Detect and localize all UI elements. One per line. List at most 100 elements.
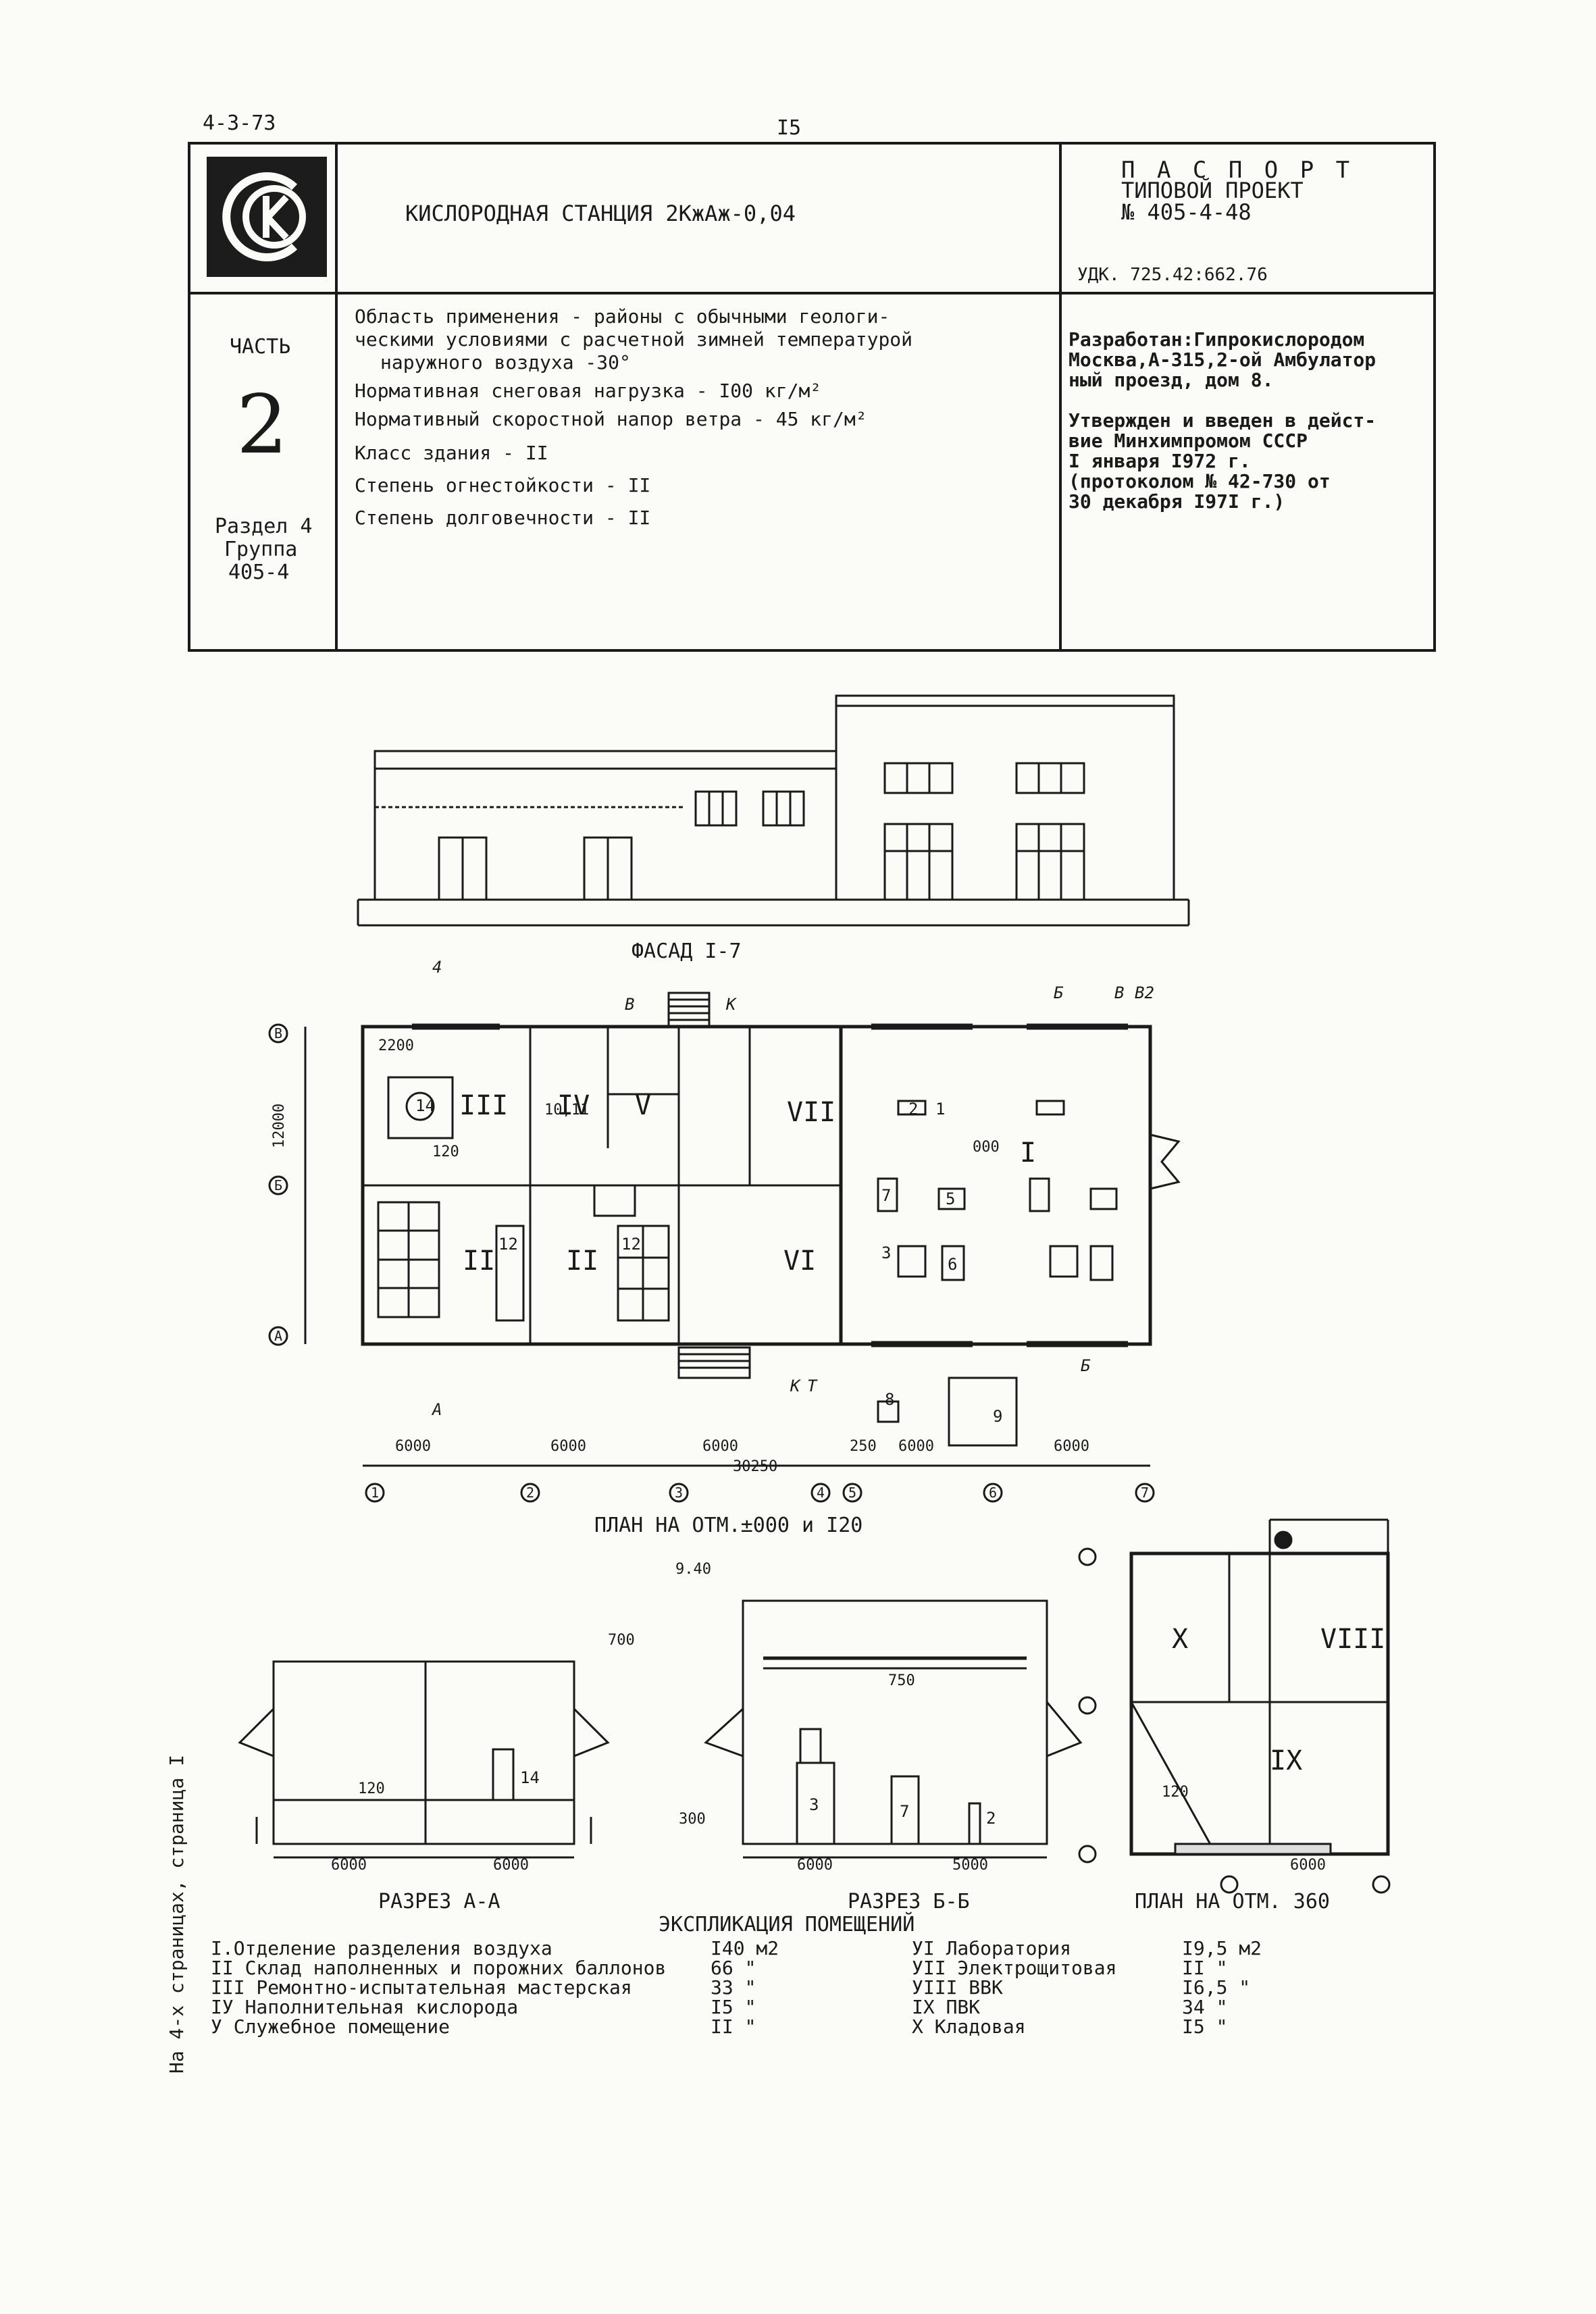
side-note: На 4-х страницах, страница I: [165, 1754, 188, 2074]
plan-dim-250: 250: [850, 1438, 877, 1455]
elev-750: 750: [888, 1672, 915, 1689]
group-number: 405-4: [228, 561, 290, 584]
room-VIII: VIII: [1320, 1624, 1385, 1655]
expl-name-6: УI Лаборатория: [912, 1937, 1072, 1959]
dev-line-6: I января I972 г.: [1069, 450, 1251, 472]
aa-elev-120: 120: [358, 1780, 385, 1797]
wind-load: Нормативный скоростной напор ветра - 45 …: [355, 408, 867, 430]
expl-area-10: I5 ": [1182, 2015, 1228, 2038]
expl-name-8: УIII ВВК: [912, 1976, 1003, 1999]
expl-row-10: X Кладовая I5 ": [912, 2017, 1262, 2036]
expl-area-8: I6,5 ": [1182, 1976, 1251, 1999]
axis-B: Б: [274, 1177, 282, 1193]
room-IX: IX: [1270, 1745, 1302, 1776]
axis-A: А: [274, 1328, 282, 1344]
room-III: III: [459, 1090, 508, 1121]
dev-line-1: Разработан:Гипрокислородом: [1069, 328, 1365, 351]
room-IV: IV: [557, 1090, 590, 1121]
passport-subtitle: ТИПОВОЙ ПРОЕКТ: [1121, 178, 1304, 203]
equip-12b: 12: [621, 1235, 641, 1254]
elev-000: 000: [973, 1139, 1000, 1156]
section-bb-title: РАЗРЕЗ Б-Б: [848, 1890, 970, 1913]
expl-area-7: II ": [1182, 1957, 1228, 1979]
dev-line-5: вие Минхимпромом СССР: [1069, 430, 1308, 452]
axis-V: В: [274, 1025, 282, 1042]
developer-block: Разработан:Гипрокислородом Москва,А-315,…: [1069, 330, 1376, 512]
group-label: Группа: [224, 538, 298, 561]
conditions-block: Область применения - районы с обычными г…: [355, 305, 912, 530]
p360-elev-120: 120: [1162, 1784, 1189, 1801]
plan-title: ПЛАН НА ОТМ.±000 и I20: [594, 1514, 863, 1537]
plan-360: [1078, 1518, 1391, 1894]
explication-left: I.Отделение разделения воздуха I40 м2 II …: [211, 1938, 779, 2036]
mark-K-top: К: [725, 995, 737, 1014]
floor-plan: [268, 992, 1181, 1503]
passport-table: [188, 142, 1436, 652]
equip-12a: 12: [498, 1235, 518, 1254]
expl-name-7: УII Электрощитовая: [912, 1957, 1117, 1979]
equip-3a: 3: [881, 1243, 891, 1262]
plan-dim-6000-e: 6000: [1054, 1438, 1089, 1455]
expl-row-8: УIII ВВК I6,5 ": [912, 1978, 1262, 1997]
section-label: Раздел 4: [215, 515, 313, 538]
mark-V-right: В: [1114, 983, 1124, 1002]
doc-code: 4-3-73: [203, 111, 276, 135]
equip-5a: 5: [946, 1189, 955, 1208]
bb-dim-5000: 5000: [952, 1857, 988, 1874]
equip-1a: 1: [935, 1100, 945, 1119]
dev-line-4: Утвержден и введен в дейст-: [1069, 409, 1376, 432]
scope-line-1: Область применения - районы с обычными г…: [355, 305, 890, 328]
plan-dim-6000-a: 6000: [395, 1438, 431, 1455]
equip-6a: 6: [948, 1255, 957, 1274]
expl-name-10: X Кладовая: [912, 2015, 1026, 2038]
aa-dim-6000-a: 6000: [331, 1857, 367, 1874]
expl-name-3: III Ремонтно-испытательная мастерская: [211, 1976, 632, 1999]
equip-2a: 2: [908, 1100, 918, 1119]
room-VII: VII: [787, 1097, 835, 1128]
axis-2: 2: [526, 1485, 534, 1501]
part-number: 2: [236, 378, 288, 472]
expl-area-2: 66 ": [711, 1957, 756, 1979]
dev-line-8: 30 декабря I97I г.): [1069, 490, 1285, 513]
expl-row-6: УI Лаборатория I9,5 м2: [912, 1938, 1262, 1958]
expl-name-5: У Служебное помещение: [211, 2015, 451, 2038]
elev-700: 700: [608, 1632, 635, 1649]
mark-K-bottom: К: [790, 1377, 801, 1395]
bb-equip-7: 7: [900, 1802, 909, 1821]
page-number: I5: [777, 116, 802, 140]
snow-load: Нормативная снеговая нагрузка - I00 кг/м…: [355, 380, 822, 402]
expl-area-6: I9,5 м2: [1182, 1937, 1262, 1959]
expl-name-1: I.Отделение разделения воздуха: [211, 1937, 552, 1959]
elev-940: 9.40: [675, 1561, 711, 1578]
plan360-title: ПЛАН НА ОТМ. 360: [1135, 1890, 1330, 1913]
expl-area-4: I5 ": [711, 1996, 756, 2018]
expl-name-2: II Склад наполненных и порожних баллонов: [211, 1957, 667, 1979]
plan-dim-12000: 12000: [271, 1104, 288, 1148]
aa-equip-14: 14: [520, 1768, 540, 1787]
mark-T: Т: [807, 1377, 818, 1395]
room-II-a: II: [463, 1245, 495, 1277]
cut-marker-A: А: [431, 1400, 442, 1419]
udk-code: УДК. 725.42:662.76: [1077, 265, 1268, 285]
expl-row-1: I.Отделение разделения воздуха I40 м2: [211, 1938, 779, 1958]
project-title: КИСЛОРОДНАЯ СТАНЦИЯ 2КжАж-0,04: [405, 201, 796, 226]
plan-dim-6000-b: 6000: [550, 1438, 586, 1455]
expl-name-4: IУ Наполнительная кислорода: [211, 1996, 519, 2018]
aa-dim-6000-b: 6000: [493, 1857, 529, 1874]
axis-6: 6: [989, 1485, 997, 1501]
expl-name-9: IX ПВК: [912, 1996, 981, 2018]
logo: [207, 157, 327, 277]
expl-area-1: I40 м2: [711, 1937, 779, 1959]
section-bb: [704, 1599, 1083, 1859]
plan-dim-6000-c: 6000: [702, 1438, 738, 1455]
mark-V2: В2: [1135, 983, 1154, 1002]
cut-marker-B-top: Б: [1054, 983, 1064, 1002]
axis-1: 1: [371, 1485, 379, 1501]
expl-row-7: УII Электрощитовая II ": [912, 1958, 1262, 1978]
section-aa: [238, 1660, 610, 1859]
explication-title: ЭКСПЛИКАЦИЯ ПОМЕЩЕНИЙ: [659, 1913, 915, 1936]
axis-3: 3: [675, 1485, 683, 1501]
room-VI: VI: [783, 1245, 816, 1277]
